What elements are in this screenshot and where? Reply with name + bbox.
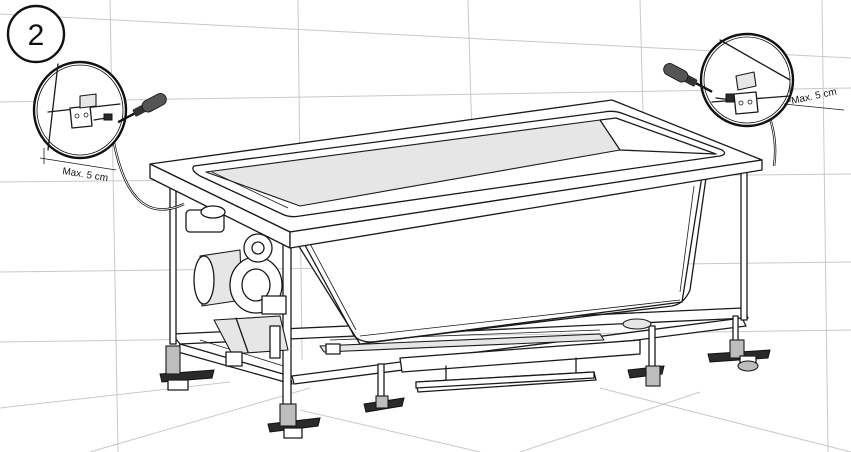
pump-motor	[185, 205, 289, 367]
screwdriver-icon	[663, 63, 713, 93]
dimension-label-right: Max. 5 cm	[790, 87, 837, 107]
adjustable-feet	[159, 339, 771, 439]
detail-callout-right	[699, 32, 845, 128]
foot	[267, 403, 321, 439]
screw-icon	[93, 113, 113, 121]
foot	[627, 365, 665, 387]
foot	[159, 345, 215, 391]
wall-bracket-icon	[69, 105, 93, 129]
screwdriver-icon	[117, 93, 167, 124]
screw-icon	[715, 93, 735, 103]
step-badge: 2	[6, 4, 66, 64]
bathtub	[149, 99, 763, 345]
frame-legs	[169, 169, 748, 425]
drain-fittings	[325, 318, 759, 372]
step-number: 2	[28, 19, 45, 52]
foot	[363, 395, 405, 413]
detail-callout-left	[32, 60, 128, 171]
wall-bracket-icon	[733, 91, 759, 115]
support-frame	[171, 307, 749, 393]
